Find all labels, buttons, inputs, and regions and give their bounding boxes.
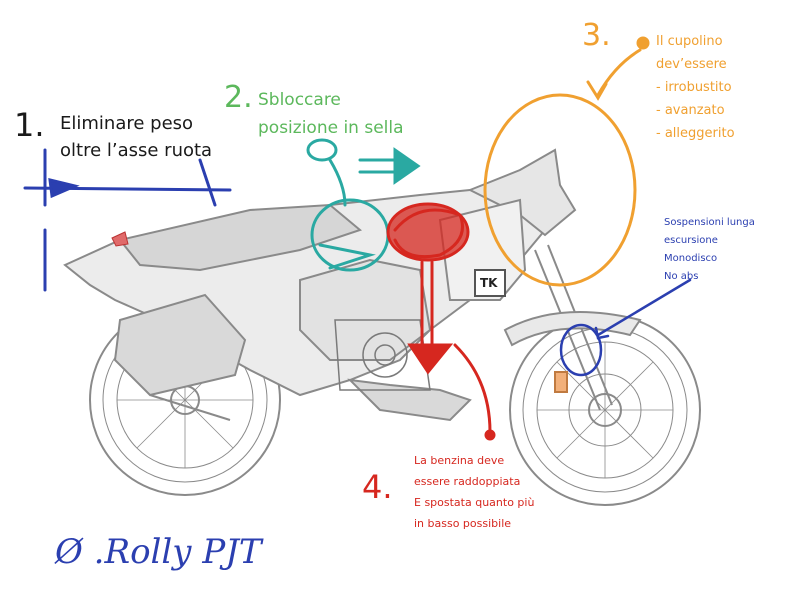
note1-number: 1. — [14, 106, 45, 144]
tk-badge: TK — [480, 276, 498, 290]
note3-number: 3. — [582, 18, 611, 53]
windscreen-annotation — [483, 36, 650, 287]
suspension-note: Sospensioni lunga escursione Monodisco N… — [664, 217, 755, 282]
engine — [334, 319, 431, 391]
note2-number: 2. — [224, 80, 253, 115]
suspension-annotation — [559, 278, 692, 377]
exhaust — [113, 293, 247, 421]
signature: Ø .Rolly PJT — [55, 532, 262, 572]
note1-text: Eliminare peso oltre l’asse ruota — [60, 113, 213, 161]
note2-text: Sbloccare posizione in sella — [258, 90, 404, 138]
tank-annotation — [386, 202, 496, 441]
note4-text: La benzina deve essere raddoppiata E spo… — [414, 454, 535, 530]
axle-line-mark — [23, 148, 232, 292]
note4-number: 4. — [362, 468, 393, 506]
rear-light — [111, 231, 129, 247]
front-wheel — [509, 314, 701, 506]
note3-text: Il cupolino dev’essere - irrobustito - a… — [656, 34, 735, 141]
